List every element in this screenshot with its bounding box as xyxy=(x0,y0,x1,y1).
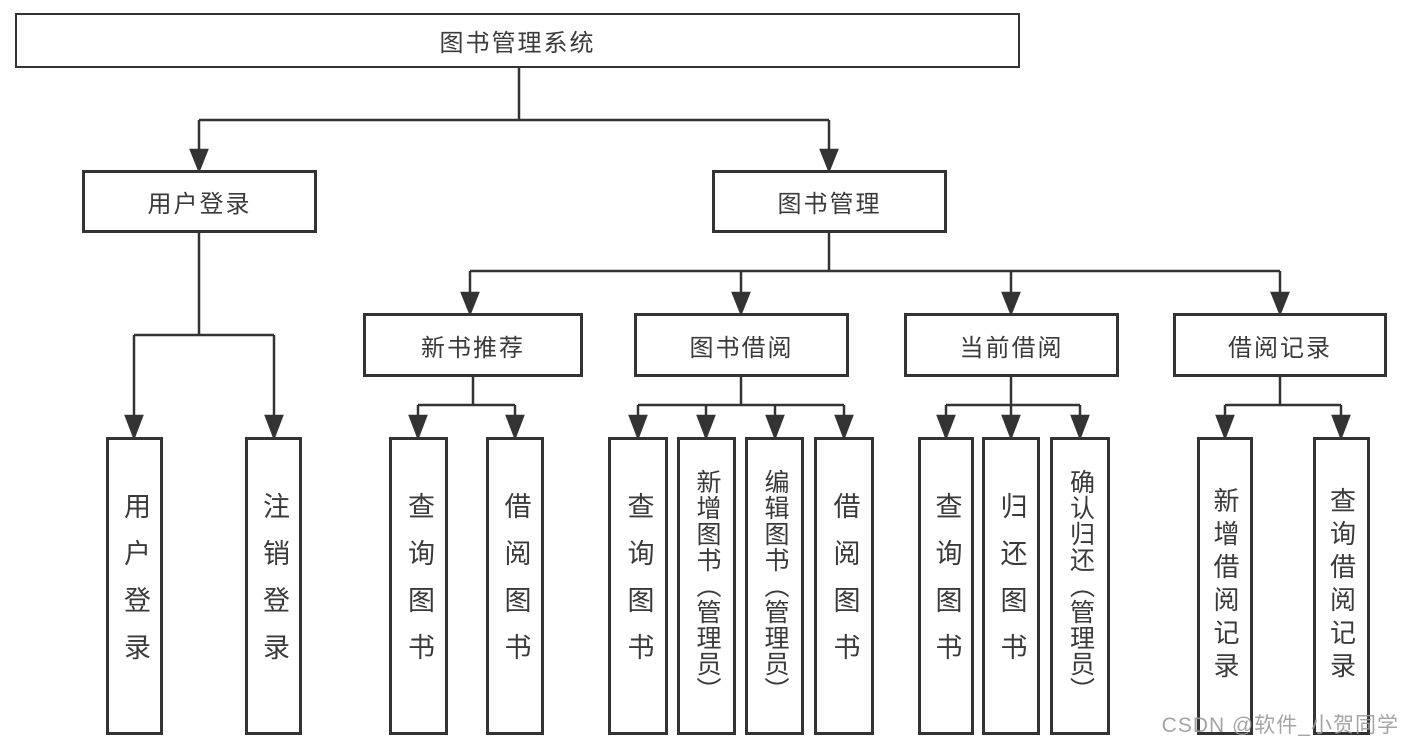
connector-book-borrow xyxy=(628,377,854,441)
leaf-logout: 注销登录 xyxy=(245,437,302,735)
leaf-return-book: 归还图书 xyxy=(982,437,1040,735)
leaf-borrow-books: 借阅图书 xyxy=(814,437,874,735)
leaf-add-borrow-record: 新增借阅记录 xyxy=(1197,437,1253,735)
connector-book-management xyxy=(460,233,1290,317)
connector-root xyxy=(189,68,839,174)
node-root: 图书管理系统 xyxy=(15,13,1020,68)
connector-borrow-records xyxy=(1215,377,1351,441)
leaf-query-borrow-record: 查询借阅记录 xyxy=(1313,437,1370,735)
leaf-user-login: 用户登录 xyxy=(106,437,163,735)
leaf-borrow-books-recommend: 借阅图书 xyxy=(486,437,544,735)
node-current-borrow: 当前借阅 xyxy=(904,313,1119,377)
leaf-confirm-return-admin: 确认归还（管理员） xyxy=(1050,437,1110,735)
leaf-query-books-recommend: 查询图书 xyxy=(389,437,448,735)
watermark: CSDN @软件_小贺同学 xyxy=(1161,714,1399,737)
leaf-query-books-current: 查询图书 xyxy=(918,437,974,735)
leaf-edit-book-admin: 编辑图书（管理员） xyxy=(745,437,804,735)
leaf-query-books-borrow: 查询图书 xyxy=(608,437,668,735)
node-borrow-records: 借阅记录 xyxy=(1173,313,1387,377)
connector-current-borrow xyxy=(936,377,1090,441)
node-book-management: 图书管理 xyxy=(712,170,947,233)
node-user-login: 用户登录 xyxy=(82,170,317,233)
node-new-book-recommend: 新书推荐 xyxy=(363,313,583,377)
connector-new-book-recommend xyxy=(408,377,525,441)
node-book-borrow: 图书借阅 xyxy=(634,313,849,377)
connector-user-login xyxy=(124,233,284,441)
leaf-add-book-admin: 新增图书（管理员） xyxy=(677,437,736,735)
